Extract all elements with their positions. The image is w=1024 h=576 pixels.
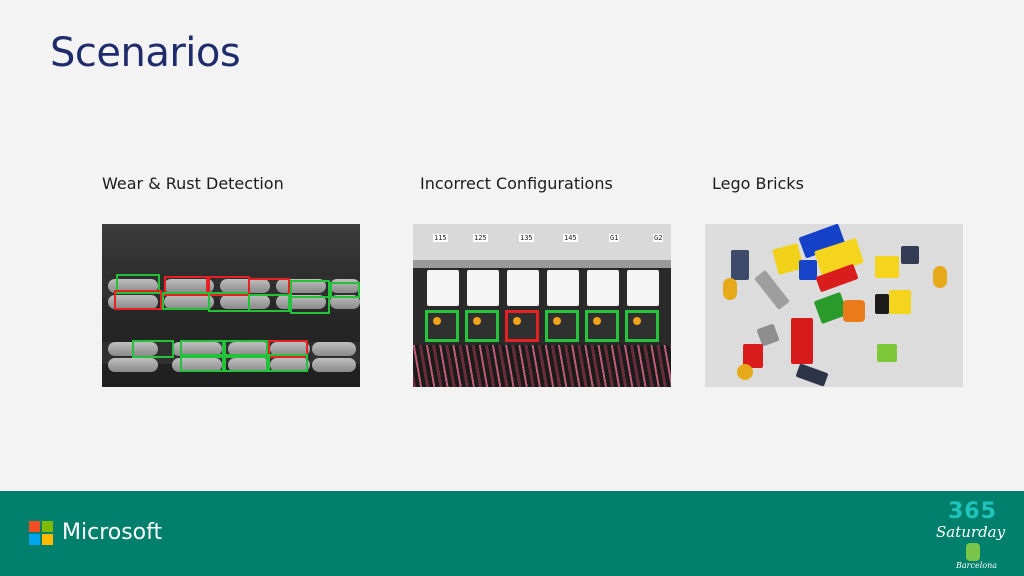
ok-detection-box [545,310,579,342]
panel-tag: G1 [609,234,620,242]
defect-detection-box [164,276,208,296]
panel-config-image: 115 125 135 145 G1 G2 [413,224,671,387]
lego-bricks-image [705,224,963,387]
ok-detection-box [180,340,224,358]
ok-detection-box [330,282,360,298]
ok-detection-box [465,310,499,342]
ok-detection-box [585,310,619,342]
ok-detection-box [425,310,459,342]
footer-bar: Microsoft 365 Saturday Barcelona [0,491,1024,576]
ok-detection-box [180,354,224,372]
microsoft-logo-icon [29,521,53,545]
badge-number: 365 [948,499,997,524]
ok-detection-box [625,310,659,342]
panel-tag: 125 [473,234,488,242]
365-saturday-badge: 365 Saturday Barcelona [936,499,1018,573]
defect-detection-box [505,310,539,342]
ok-detection-box [290,296,330,314]
badge-word: Saturday [936,523,1006,541]
panel-tag: 135 [519,234,534,242]
ok-detection-box [224,354,268,372]
ok-detection-box [208,292,250,312]
ok-detection-box [162,292,210,310]
panel-tag: G2 [653,234,664,242]
defect-detection-box [268,340,308,358]
ok-detection-box [248,294,290,312]
wear-rust-image [102,224,360,387]
defect-detection-box [114,290,162,310]
slide-title: Scenarios [50,30,241,76]
ok-detection-box [224,340,268,358]
panel-tag: 115 [433,234,448,242]
scenario-label-wear: Wear & Rust Detection [102,174,284,193]
scenario-label-lego: Lego Bricks [712,174,804,193]
mascot-icon [966,543,980,561]
microsoft-brand-text: Microsoft [62,520,163,545]
ok-detection-box [268,354,308,372]
badge-city: Barcelona [956,561,997,570]
scenario-label-config: Incorrect Configurations [420,174,613,193]
panel-tag: 145 [563,234,578,242]
ok-detection-box [132,340,174,358]
ok-detection-box [116,274,160,294]
